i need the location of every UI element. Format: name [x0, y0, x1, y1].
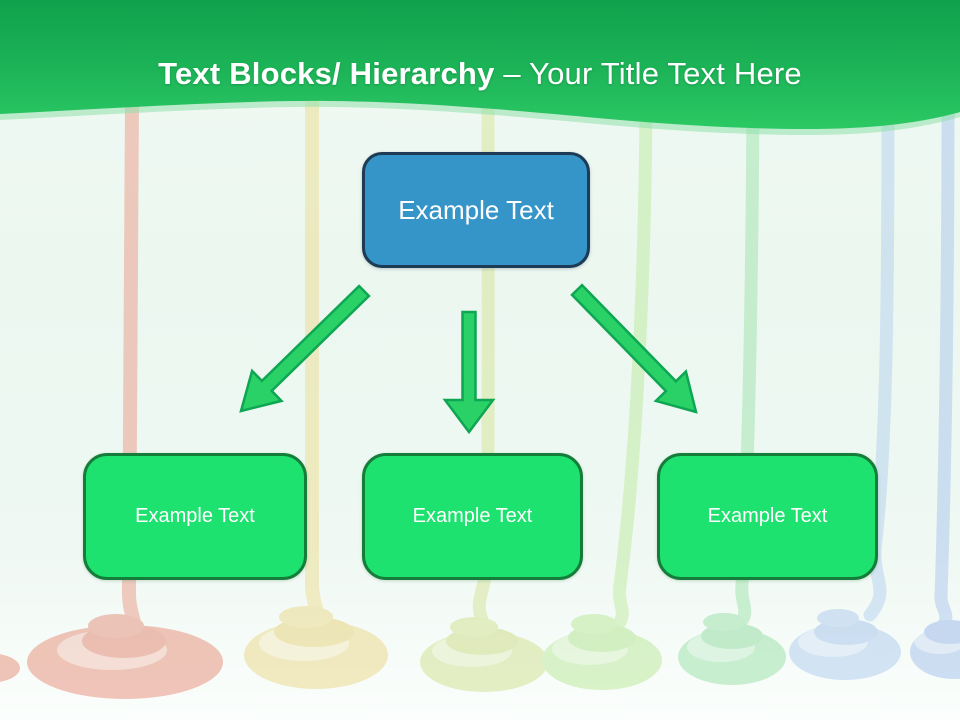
hierarchy-child-box-2[interactable]: Example Text	[362, 453, 583, 580]
hierarchy-child-label: Example Text	[707, 505, 828, 527]
paint-drip-blue-edge	[910, 93, 960, 679]
arrow-down-icon[interactable]	[442, 310, 496, 435]
hierarchy-root-box[interactable]: Example Text	[362, 152, 590, 268]
hierarchy-child-label: Example Text	[135, 505, 255, 527]
header-band	[0, 0, 960, 136]
slide-title-regular: – Your Title Text Here	[503, 56, 802, 91]
arrow-down-left-icon[interactable]	[239, 284, 371, 413]
hierarchy-child-box-1[interactable]: Example Text	[83, 453, 307, 580]
hierarchy-root-label: Example Text	[398, 194, 554, 225]
arrow-down-right-icon[interactable]	[570, 283, 698, 414]
paint-drip-yellow	[244, 93, 388, 689]
header-wave-shape	[0, 0, 960, 130]
hierarchy-child-box-3[interactable]: Example Text	[657, 453, 878, 580]
paint-drip-light-green	[542, 93, 662, 690]
paint-drip-light-blue	[789, 93, 901, 680]
slide-title-bold: Text Blocks/ Hierarchy	[158, 56, 495, 91]
slide-title[interactable]: Text Blocks/ Hierarchy – Your Title Text…	[0, 55, 960, 93]
hierarchy-child-label: Example Text	[412, 505, 533, 527]
